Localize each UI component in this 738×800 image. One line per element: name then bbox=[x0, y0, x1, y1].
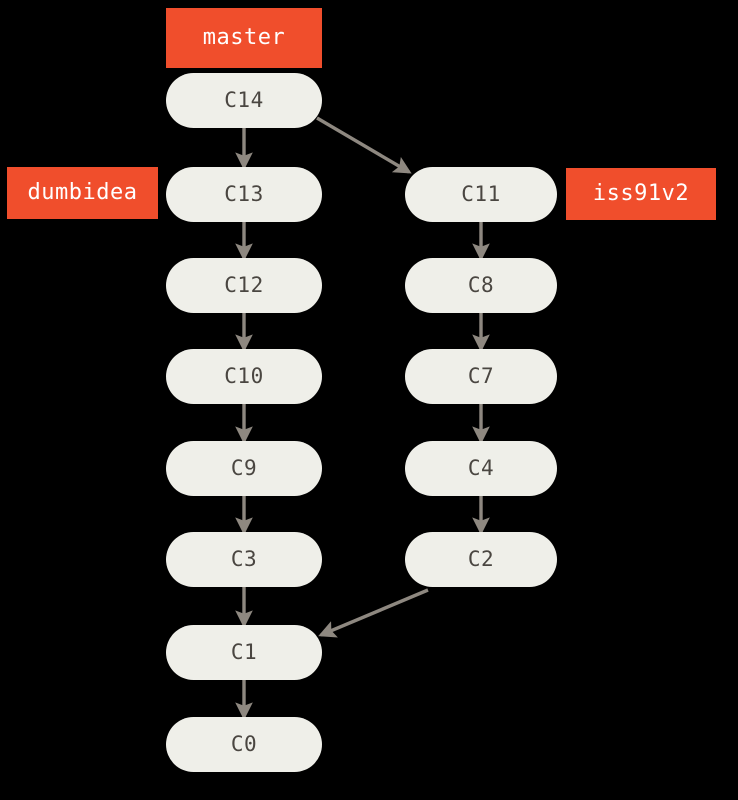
branch-label-iss91v2-text: iss91v2 bbox=[592, 181, 690, 206]
commit-node-c3[interactable]: C3 bbox=[166, 532, 322, 587]
commit-node-c4[interactable]: C4 bbox=[405, 441, 557, 496]
commit-node-c2[interactable]: C2 bbox=[405, 532, 557, 587]
commit-node-c1[interactable]: C1 bbox=[166, 625, 322, 680]
commit-edge-c14-to-c11 bbox=[316, 116, 412, 174]
commit-node-c14[interactable]: C14 bbox=[166, 73, 322, 128]
commit-node-c10[interactable]: C10 bbox=[166, 349, 322, 404]
branch-label-dumbidea[interactable]: dumbidea bbox=[7, 167, 158, 219]
commit-node-c3-label: C3 bbox=[230, 547, 258, 571]
commit-node-c13[interactable]: C13 bbox=[166, 167, 322, 222]
commit-node-c11-label: C11 bbox=[461, 182, 501, 206]
commit-node-c1-label: C1 bbox=[230, 640, 258, 664]
commit-node-c2-label: C2 bbox=[467, 547, 495, 571]
commit-node-c0-label: C0 bbox=[230, 732, 258, 756]
commit-node-c13-label: C13 bbox=[224, 182, 264, 206]
commit-node-c7-label: C7 bbox=[467, 364, 495, 388]
commit-edge-c2-to-c1 bbox=[318, 588, 429, 638]
branch-label-master[interactable]: master bbox=[166, 8, 322, 68]
commit-node-c8-label: C8 bbox=[467, 273, 495, 297]
commit-node-c0[interactable]: C0 bbox=[166, 717, 322, 772]
commit-node-c4-label: C4 bbox=[467, 456, 495, 480]
commit-node-c10-label: C10 bbox=[224, 364, 264, 388]
commit-node-c12-label: C12 bbox=[224, 273, 264, 297]
branch-label-iss91v2[interactable]: iss91v2 bbox=[566, 168, 716, 220]
commit-node-c12[interactable]: C12 bbox=[166, 258, 322, 313]
branch-label-master-text: master bbox=[202, 25, 286, 50]
commit-node-c9[interactable]: C9 bbox=[166, 441, 322, 496]
commit-node-c8[interactable]: C8 bbox=[405, 258, 557, 313]
branch-label-dumbidea-text: dumbidea bbox=[27, 180, 138, 205]
commit-node-c11[interactable]: C11 bbox=[405, 167, 557, 222]
commit-node-c14-label: C14 bbox=[224, 88, 264, 112]
commit-node-c9-label: C9 bbox=[230, 456, 258, 480]
commit-node-c7[interactable]: C7 bbox=[405, 349, 557, 404]
